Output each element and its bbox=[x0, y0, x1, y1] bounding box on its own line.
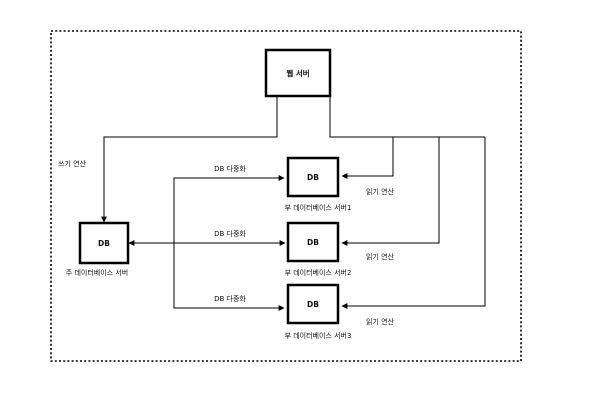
write-operation-label: 쓰기 연산 bbox=[58, 159, 87, 168]
read-edge-1 bbox=[341, 137, 394, 179]
read-edge-3 bbox=[341, 137, 486, 309]
replica-db-label-2: DB bbox=[307, 238, 319, 247]
replica-db-label-3: DB bbox=[307, 300, 319, 309]
replica-db-node-1: DB bbox=[286, 156, 340, 198]
read-operation-label-3: 읽기 연산 bbox=[366, 317, 395, 326]
replica-db-caption-2: 부 데이터베이스 서버2 bbox=[285, 268, 352, 277]
replica-db-node-3: DB bbox=[286, 283, 340, 325]
write-operation-edge bbox=[101, 97, 278, 223]
read-edge-2 bbox=[341, 137, 440, 246]
primary-db-caption: 주 데이터베이스 서버 bbox=[66, 268, 128, 277]
replication-label-2: DB 다중화 bbox=[214, 229, 246, 238]
read-operation-label-2: 읽기 연산 bbox=[366, 252, 395, 261]
replica-db-label-1: DB bbox=[307, 173, 319, 182]
system-boundary-frame bbox=[50, 30, 522, 362]
replica-db-caption-3: 부 데이터베이스 서버3 bbox=[285, 331, 352, 340]
web-server-node: 웹 서버 bbox=[264, 48, 332, 98]
primary-db-node: DB bbox=[78, 221, 130, 265]
web-server-label: 웹 서버 bbox=[286, 68, 309, 78]
replica-db-node-2: DB bbox=[286, 221, 340, 263]
replica-db-caption-1: 부 데이터베이스 서버1 bbox=[285, 203, 352, 212]
replication-label-3: DB 다중화 bbox=[214, 294, 246, 303]
replication-edge-1 bbox=[173, 175, 285, 243]
replication-label-1: DB 다중화 bbox=[214, 164, 246, 173]
primary-db-label: DB bbox=[98, 239, 110, 248]
read-operation-label-1: 읽기 연산 bbox=[366, 187, 395, 196]
replication-edge-3 bbox=[173, 243, 285, 311]
read-bus-edge bbox=[329, 97, 485, 138]
